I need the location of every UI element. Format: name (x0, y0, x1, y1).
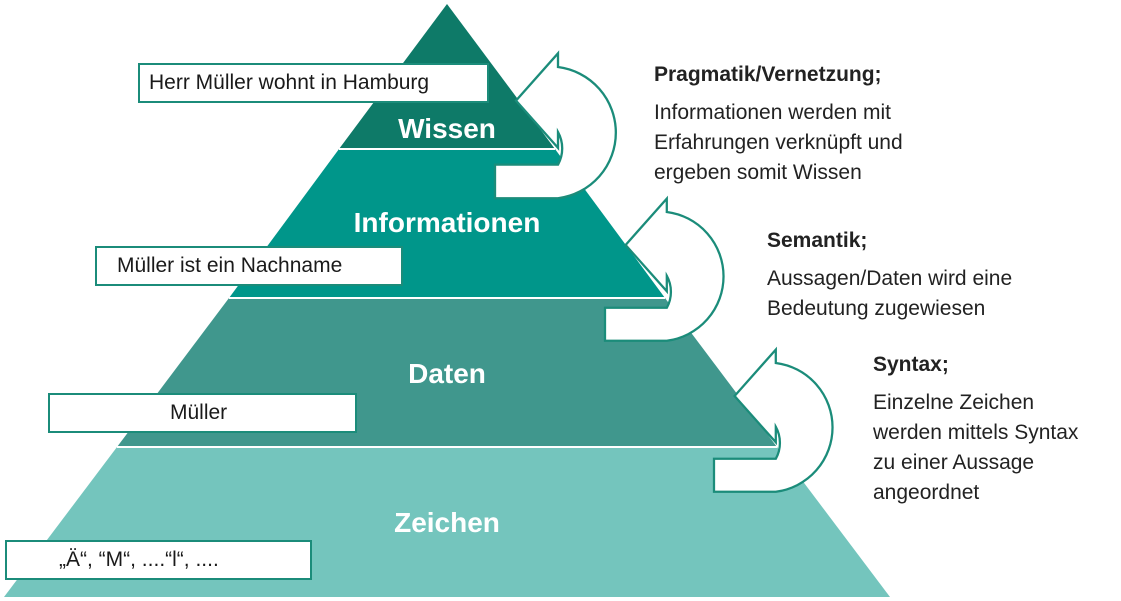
description-body-semantik: Aussagen/Daten wird eine Bedeutung zugew… (767, 267, 1013, 320)
description-syntax: Syntax; Einzelne Zeichen werden mittels … (873, 352, 1078, 508)
description-body-syntax: Einzelne Zeichen werden mittels Syntax z… (873, 391, 1079, 504)
example-box-daten: Müller (48, 393, 357, 433)
description-title-syntax: Syntax; (873, 353, 949, 376)
example-text-informationen: Müller ist ein Nachname (117, 254, 343, 277)
curved-arrow-icon (712, 346, 834, 493)
example-text-daten: Müller (170, 401, 228, 424)
description-title-semantik: Semantik; (767, 229, 868, 252)
curved-arrow-icon (493, 50, 617, 200)
description-pragmatik: Pragmatik/Vernetzung; Informationen werd… (654, 62, 903, 188)
description-title-pragmatik: Pragmatik/Vernetzung; (654, 63, 882, 86)
example-text-wissen: Herr Müller wohnt in Hamburg (149, 71, 430, 94)
tier-label-daten: Daten (408, 358, 486, 389)
tier-label-wissen: Wissen (398, 113, 496, 144)
example-box-zeichen: „Ä“, “M“, ....“l“, .... (5, 540, 312, 580)
example-box-informationen: Müller ist ein Nachname (95, 246, 403, 286)
tier-label-zeichen: Zeichen (394, 507, 500, 538)
description-body-pragmatik: Informationen werden mit Erfahrungen ver… (654, 101, 903, 184)
example-box-wissen: Herr Müller wohnt in Hamburg (138, 63, 489, 103)
tier-label-informationen: Informationen (354, 207, 541, 238)
description-semantik: Semantik; Aussagen/Daten wird eine Bedeu… (767, 228, 1012, 324)
curved-arrow-icon (603, 195, 725, 342)
example-text-zeichen: „Ä“, “M“, ....“l“, .... (59, 548, 219, 571)
